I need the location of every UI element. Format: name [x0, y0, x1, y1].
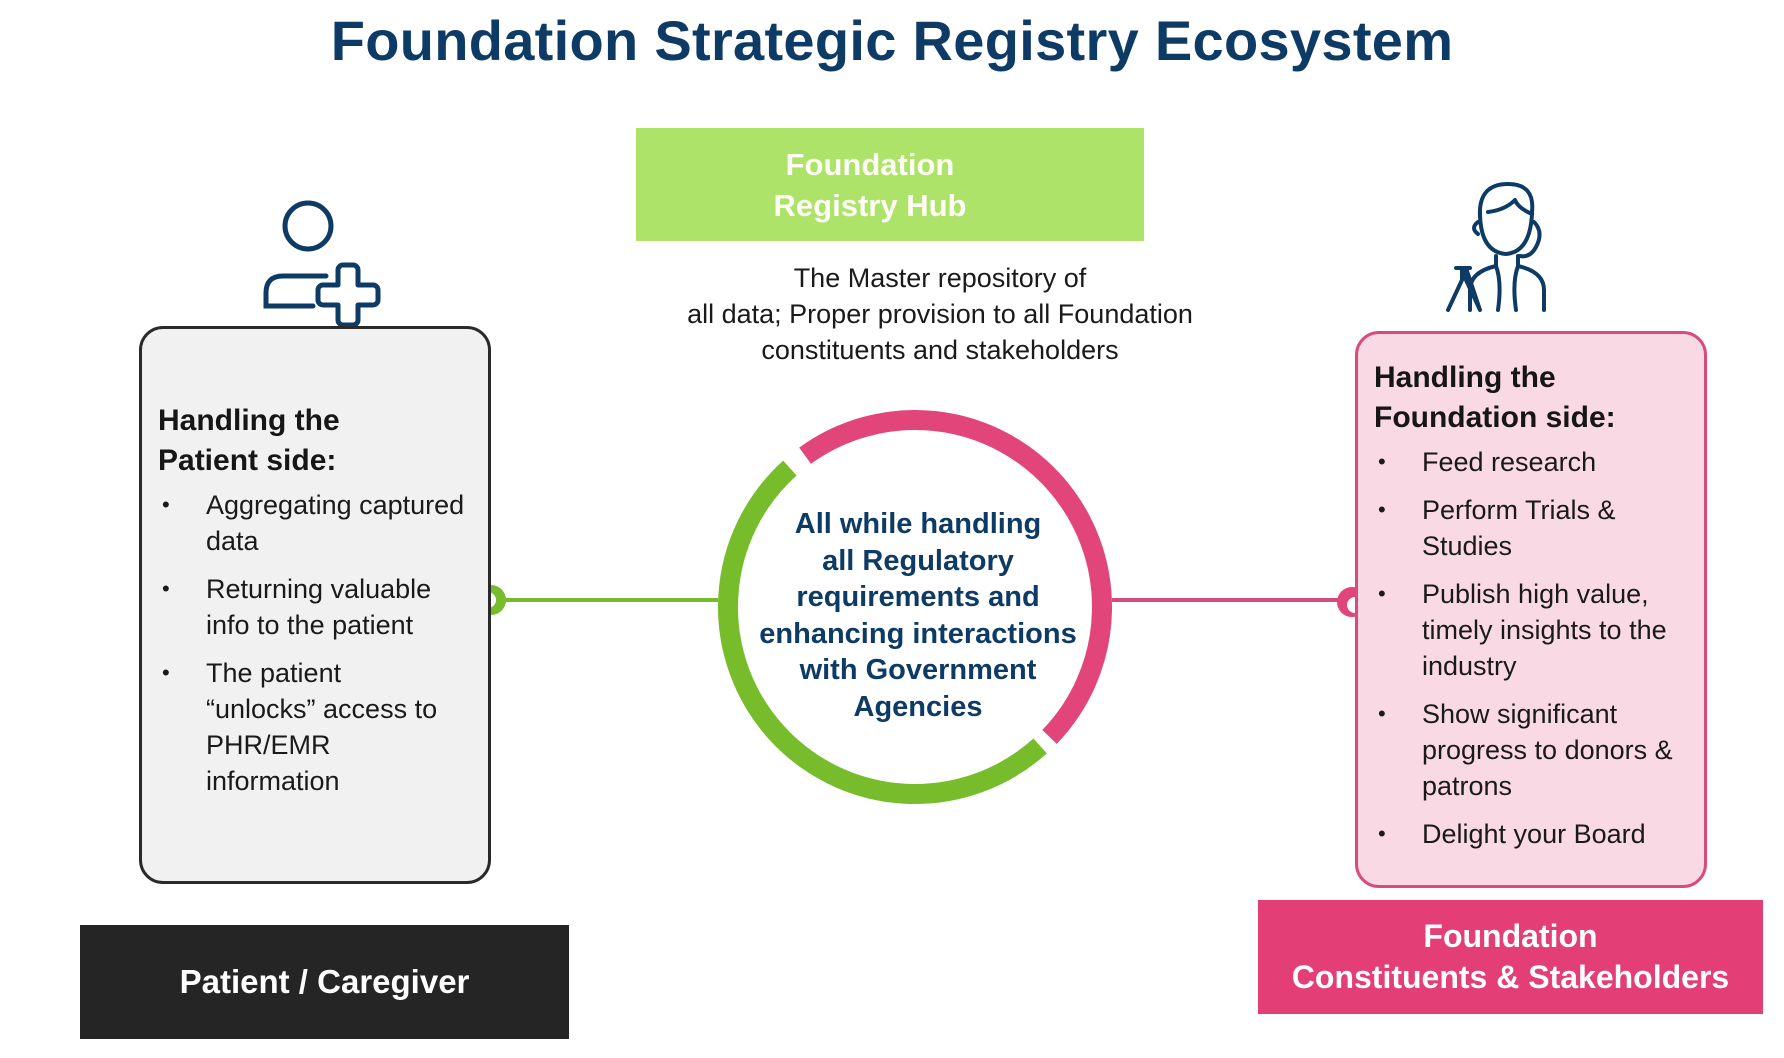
- patient-heading-line1: Handling the: [158, 404, 340, 437]
- circle-text-line: Agencies: [853, 690, 983, 723]
- bullet-icon: •: [1378, 497, 1386, 522]
- foundation-label-line2: Constituents & Stakeholders: [1291, 959, 1730, 995]
- list-item: • Show significant progress to donors & p…: [1374, 696, 1688, 804]
- bullet-text: Returning valuable info to the patient: [206, 574, 432, 640]
- patient-side-heading: Handling the Patient side:: [158, 401, 472, 481]
- patient-caregiver-label: Patient / Caregiver: [80, 925, 569, 1039]
- bullet-text: Aggregating captured data: [206, 490, 465, 556]
- page-title: Foundation Strategic Registry Ecosystem: [330, 9, 1454, 72]
- ring-arc-green: [718, 460, 1047, 804]
- ring-arc-pink: [799, 410, 1112, 744]
- hub-description-line3: constituents and stakeholders: [761, 335, 1119, 365]
- hub-title-line2: Registry Hub: [773, 187, 967, 223]
- bullet-icon: •: [1378, 821, 1386, 846]
- patient-side-box: Handling the Patient side: • Aggregating …: [139, 326, 491, 884]
- bullet-text: Show significant progress to donors & pa…: [1422, 699, 1673, 801]
- bullet-text: Perform Trials & Studies: [1422, 495, 1616, 561]
- foundation-label-line1: Foundation: [1423, 918, 1598, 954]
- hub-title-line1: Foundation: [785, 146, 955, 182]
- patient-heading-line2: Patient side:: [158, 444, 337, 477]
- bullet-icon: •: [162, 660, 170, 685]
- bullet-icon: •: [162, 576, 170, 601]
- foundation-side-box: Handling the Foundation side: • Feed rese…: [1355, 331, 1707, 888]
- patient-bullet-list: • Aggregating captured data • Returning va…: [158, 487, 472, 799]
- bullet-text: Delight your Board: [1422, 819, 1646, 849]
- foundation-heading-line1: Handling the: [1374, 361, 1556, 394]
- list-item: • Publish high value, timely insights to …: [1374, 576, 1688, 684]
- bullet-icon: •: [1378, 449, 1386, 474]
- foundation-stakeholders-label: Foundation Constituents & Stakeholders: [1258, 900, 1763, 1014]
- list-item: • Feed research: [1374, 444, 1688, 480]
- hub-description-line2: all data; Proper provision to all Founda…: [687, 299, 1193, 329]
- bullet-icon: •: [1378, 701, 1386, 726]
- user-plus-icon: [263, 200, 381, 326]
- circle-text-line: requirements and: [796, 581, 1040, 613]
- foundation-heading-line2: Foundation side:: [1374, 401, 1616, 434]
- bullet-text: The patient “unlocks” access to PHR/EMR …: [206, 658, 438, 796]
- hub-description-line1: The Master repository of: [793, 263, 1087, 293]
- circle-text-line: All while handling: [794, 508, 1042, 540]
- circle-text-line: enhancing interactions: [759, 617, 1077, 650]
- list-item: • The patient “unlocks” access to PHR/EMR…: [158, 655, 472, 799]
- bullet-icon: •: [1378, 581, 1386, 606]
- bullet-text: Publish high value, timely insights to t…: [1422, 579, 1667, 681]
- foundation-bullet-list: • Feed research • Perform Trials & Studies…: [1374, 444, 1688, 852]
- hub-description: The Master repository of all data; Prope…: [620, 260, 1260, 368]
- circle-text-line: all Regulatory: [822, 544, 1014, 577]
- list-item: • Returning valuable info to the patient: [158, 571, 472, 643]
- regulatory-circle-text: All while handling all Regulatory requir…: [743, 506, 1093, 725]
- list-item: • Aggregating captured data: [158, 487, 472, 559]
- scientist-icon: [1446, 182, 1546, 312]
- circle-text-line: with Government: [799, 654, 1037, 686]
- foundation-side-heading: Handling the Foundation side:: [1374, 358, 1688, 438]
- bullet-icon: •: [162, 492, 170, 517]
- bullet-text: Feed research: [1422, 447, 1597, 477]
- list-item: • Delight your Board: [1374, 816, 1688, 852]
- list-item: • Perform Trials & Studies: [1374, 492, 1688, 564]
- registry-hub-box: Foundation Registry Hub: [636, 128, 1144, 241]
